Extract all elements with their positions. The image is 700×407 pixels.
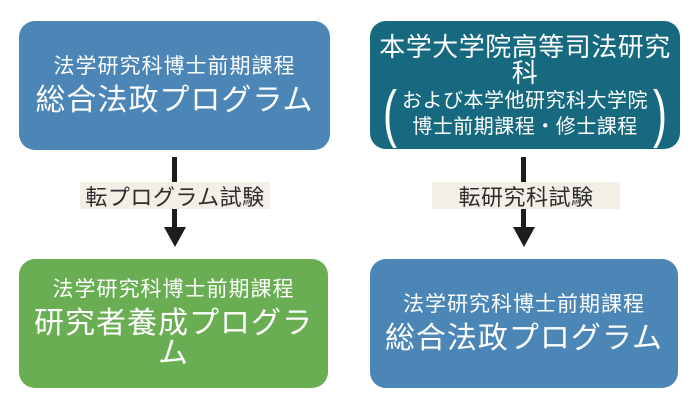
open-paren: ( <box>383 77 397 148</box>
box-parenthetical: ( および本学他研究科大学院 博士前期課程・修士課程 ) <box>383 81 667 144</box>
box-subtitle: 法学研究科博士前期課程 <box>52 277 295 301</box>
right-arrow-label: 転研究科試験 <box>432 182 620 210</box>
paren-text-lines: および本学他研究科大学院 博士前期課程・修士課程 <box>402 91 648 137</box>
box-title: 総合法政プログラム <box>384 321 664 355</box>
box-subtitle: 法学研究科博士前期課程 <box>53 54 296 78</box>
box-general-law-program-source: 法学研究科博士前期課程 総合法政プログラム <box>19 21 330 150</box>
box-researcher-program-target: 法学研究科博士前期課程 研究者養成プログラム <box>19 259 328 388</box>
box-title: 本学大学院高等司法研究科 <box>379 31 671 88</box>
down-arrow-left-head-icon <box>164 227 186 247</box>
box-title: 総合法政プログラム <box>35 83 314 117</box>
left-arrow-label: 転プログラム試験 <box>80 182 270 210</box>
box-general-law-program-target: 法学研究科博士前期課程 総合法政プログラム <box>370 259 678 388</box>
down-arrow-right-head-icon <box>513 227 535 247</box>
box-law-school-source: 本学大学院高等司法研究科 ( および本学他研究科大学院 博士前期課程・修士課程 … <box>370 21 680 149</box>
close-paren: ) <box>653 77 667 148</box>
box-title: 研究者養成プログラム <box>34 306 313 370</box>
paren-line-2: 博士前期課程・修士課程 <box>412 115 638 138</box>
box-subtitle: 法学研究科博士前期課程 <box>403 292 645 316</box>
paren-line-1: および本学他研究科大学院 <box>402 89 648 112</box>
